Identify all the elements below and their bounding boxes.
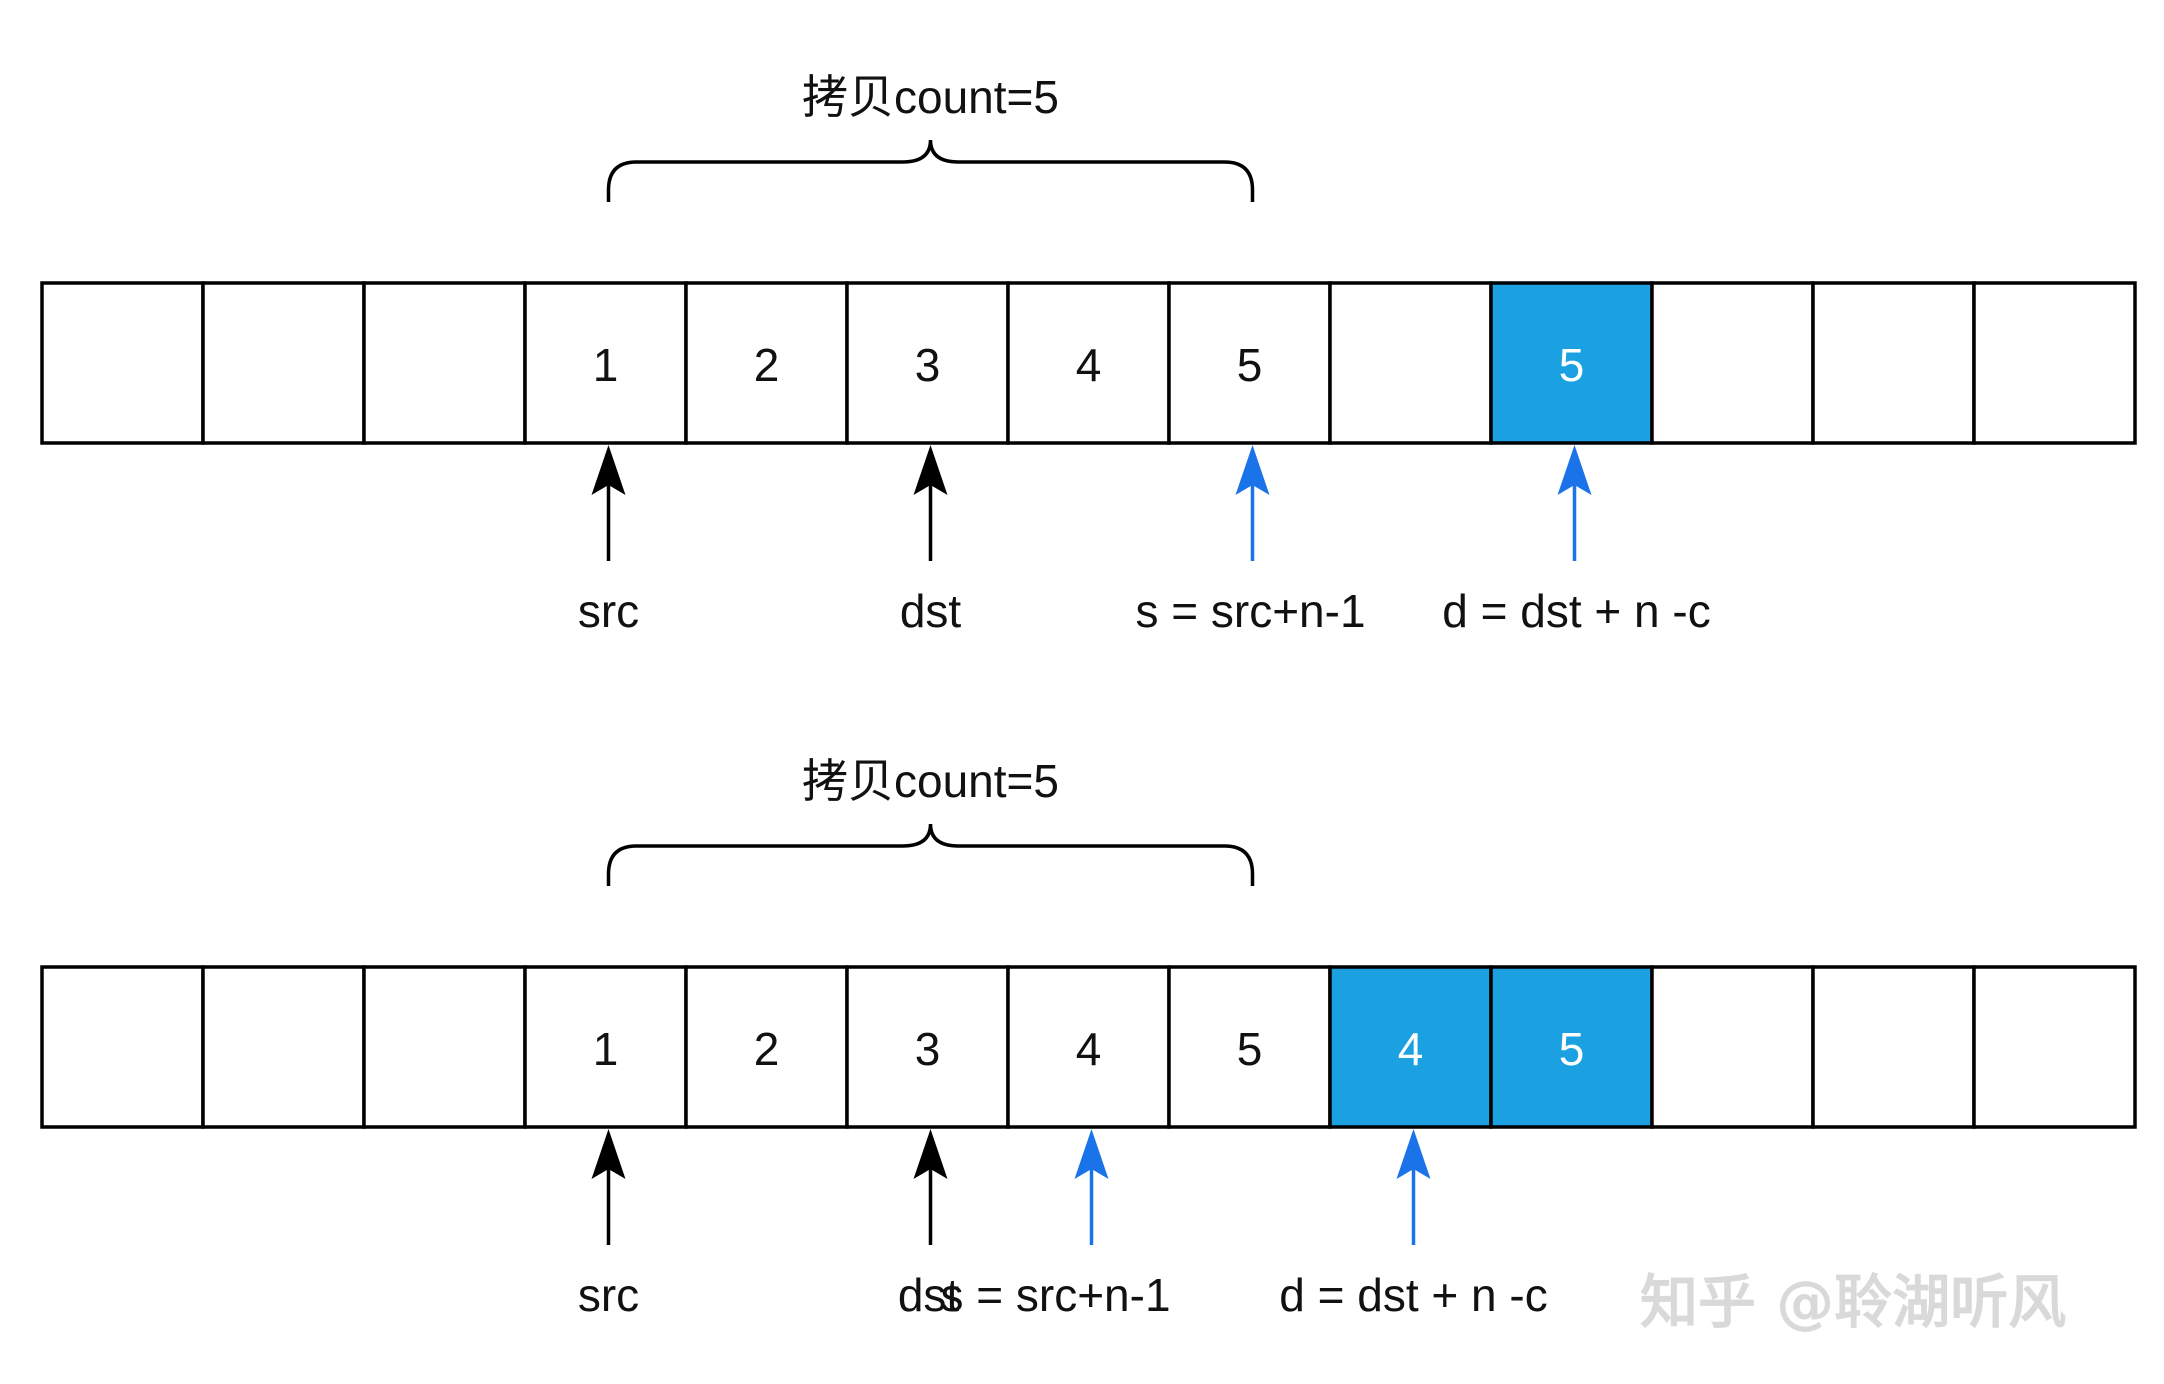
pointer-arrowhead xyxy=(591,445,626,495)
cell-value: 2 xyxy=(754,1023,780,1075)
pointer-label: src xyxy=(578,585,639,637)
array-cell xyxy=(1167,281,1332,445)
array-cell xyxy=(1972,281,2137,445)
cell-value: 4 xyxy=(1076,1023,1102,1075)
array-cell xyxy=(40,281,205,445)
pointer-arrowhead xyxy=(591,1129,626,1179)
array-cell xyxy=(1972,965,2137,1129)
pointer-label: s = src+n-1 xyxy=(940,1269,1170,1321)
array-cell xyxy=(201,281,366,445)
pointer-label: dst xyxy=(898,1269,960,1321)
array-cell xyxy=(201,965,366,1129)
brace-label: 拷贝count=5 xyxy=(802,755,1059,807)
pointer-arrowhead xyxy=(1074,1129,1109,1179)
cell-value: 5 xyxy=(1559,1023,1585,1075)
array-cell xyxy=(1328,281,1493,445)
array-cell xyxy=(845,281,1010,445)
array-cell xyxy=(1167,965,1332,1129)
pointer-arrowhead xyxy=(1396,1129,1431,1179)
array-cell xyxy=(1650,965,1815,1129)
array-cell-highlighted xyxy=(1489,281,1654,445)
array-cell xyxy=(1650,281,1815,445)
cell-value: 1 xyxy=(593,1023,619,1075)
array-cell-highlighted xyxy=(1328,965,1493,1129)
array-cell xyxy=(40,965,205,1129)
cell-value: 5 xyxy=(1237,1023,1263,1075)
cell-value: 4 xyxy=(1398,1023,1424,1075)
cell-value: 3 xyxy=(915,1023,941,1075)
cell-value: 4 xyxy=(1076,339,1102,391)
brace-label: 拷贝count=5 xyxy=(802,71,1059,123)
pointer-label: src xyxy=(578,1269,639,1321)
array-cell xyxy=(523,965,688,1129)
panel-1: 1 2 3 4 5 5 拷贝count=5 src dst s = src+n-1 d = dst … xyxy=(40,71,2137,637)
array-cell xyxy=(523,281,688,445)
pointer-label: s = src+n-1 xyxy=(1135,585,1365,637)
array-cell xyxy=(362,965,527,1129)
count-brace xyxy=(606,139,1255,202)
pointer-arrowhead xyxy=(913,1129,948,1179)
array-cell xyxy=(362,281,527,445)
array-cell xyxy=(684,281,849,445)
array-cell xyxy=(845,965,1010,1129)
array-cell xyxy=(684,965,849,1129)
cell-value: 5 xyxy=(1559,339,1585,391)
array-cell xyxy=(1811,281,1976,445)
watermark: 知乎 @聆湖听风 xyxy=(1640,1268,2066,1336)
count-brace xyxy=(606,823,1255,886)
cell-value: 5 xyxy=(1237,339,1263,391)
array-cell-highlighted xyxy=(1489,965,1654,1129)
pointer-arrowhead xyxy=(1557,445,1592,495)
cell-value: 3 xyxy=(915,339,941,391)
pointer-label: d = dst + n -c xyxy=(1279,1269,1547,1321)
cell-value: 2 xyxy=(754,339,780,391)
pointer-arrowhead xyxy=(913,445,948,495)
pointer-label: dst xyxy=(900,585,962,637)
pointer-label: d = dst + n -c xyxy=(1442,585,1710,637)
pointer-arrowhead xyxy=(1235,445,1270,495)
array-cell xyxy=(1811,965,1976,1129)
cell-value: 1 xyxy=(593,339,619,391)
